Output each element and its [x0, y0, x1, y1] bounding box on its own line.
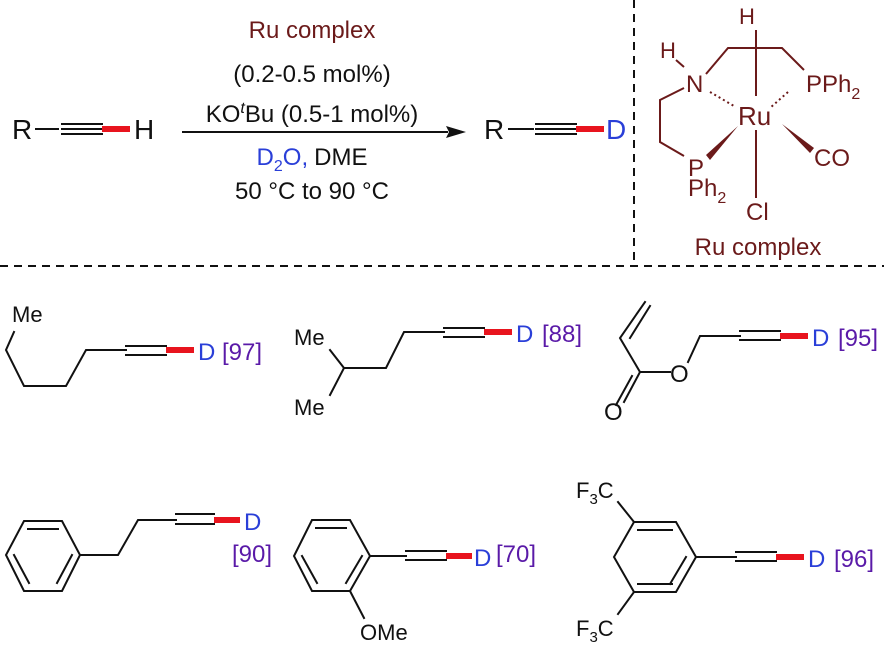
reactant-alkyne: R H — [12, 114, 154, 145]
substrate-5-ome: OMe — [360, 620, 408, 645]
base-label: KOtBu (0.5-1 mol%) — [206, 100, 419, 128]
substrate-3-yield: [95] — [838, 325, 878, 352]
complex-label: Ru complex — [695, 234, 822, 261]
substrate-6-yield: [96] — [834, 546, 874, 573]
substrate-2-d: D — [516, 321, 533, 348]
complex-pph2-right: PPh2 — [806, 71, 860, 103]
complex-ru: Ru — [738, 101, 771, 131]
complex-ph2-left: Ph2 — [688, 175, 726, 207]
product-d: D — [606, 114, 626, 145]
substrate-1-yield: [97] — [222, 339, 262, 366]
product-r: R — [484, 114, 504, 145]
substrate-2: Me Me D [88] — [294, 321, 582, 420]
solvent-label: D2O,DME — [257, 144, 368, 175]
substrate-3-o-carbonyl: O — [604, 399, 623, 426]
complex-h-top: H — [739, 4, 755, 29]
reactant-h: H — [134, 114, 154, 145]
substrate-6-cf3-top: F3C — [576, 478, 614, 508]
complex-co: CO — [814, 145, 850, 172]
substrate-2-me1: Me — [294, 325, 325, 350]
substrate-2-me2: Me — [294, 395, 325, 420]
substrate-4: D [90] — [4, 509, 272, 592]
substrate-4-yield: [90] — [232, 541, 272, 568]
substrate-5-yield: [70] — [496, 541, 536, 568]
substrate-5: OMe D [70] — [292, 519, 536, 645]
substrate-3-d: D — [812, 325, 829, 352]
complex-p-left: P — [688, 155, 704, 182]
complex-n: N — [686, 71, 703, 98]
product-alkyne: R D — [484, 114, 626, 145]
substrate-1: Me D [97] — [4, 302, 262, 387]
reactant-r: R — [12, 114, 32, 145]
substrate-1-me: Me — [12, 302, 43, 327]
substrate-2-yield: [88] — [542, 321, 582, 348]
arrow-head-icon — [446, 126, 466, 138]
catalyst-label: Ru complex — [249, 17, 376, 44]
substrate-5-d: D — [474, 545, 491, 572]
substrate-3-o-ester: O — [670, 361, 689, 388]
substrate-6-cf3-bot: F3C — [576, 616, 614, 646]
temperature-label: 50 °C to 90 °C — [235, 178, 389, 205]
catalyst-loading: (0.2-0.5 mol%) — [233, 61, 390, 88]
substrate-4-d: D — [244, 509, 261, 536]
ru-complex-structure: H H N Ru PPh2 P Ph2 CO Cl Ru complex — [659, 4, 860, 261]
substrate-6: F3C F3C D [96] — [576, 478, 874, 646]
reaction-conditions: Ru complex (0.2-0.5 mol%) KOtBu (0.5-1 m… — [182, 17, 466, 205]
substrate-3: O O D [95] — [604, 300, 878, 426]
substrate-6-d: D — [808, 546, 825, 573]
complex-h-n: H — [660, 38, 676, 63]
complex-cl: Cl — [746, 199, 769, 226]
substrate-1-d: D — [198, 339, 215, 366]
